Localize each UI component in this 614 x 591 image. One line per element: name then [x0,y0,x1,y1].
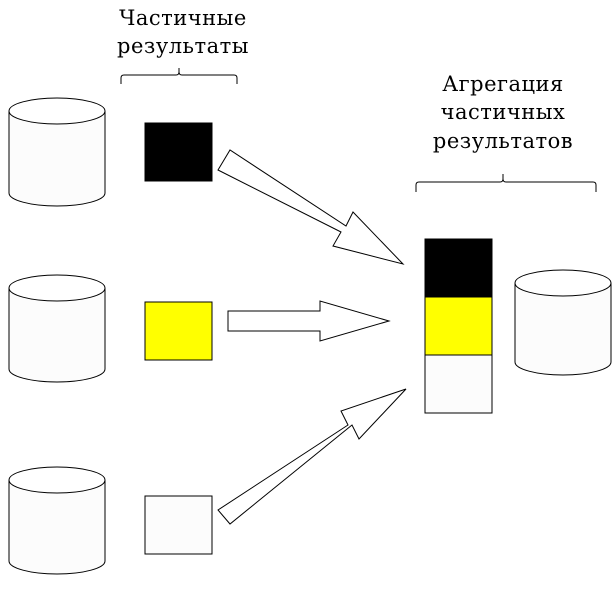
aggregate-segment-3 [424,354,493,414]
database-icon [8,466,106,575]
database-icon [8,97,106,207]
aggregate-segment-1 [424,238,493,298]
aggregation-label-line-3: результатов [433,129,573,153]
partial-result-block-2 [144,301,213,361]
database-icon [8,274,106,383]
aggregation-label-line-1: Агрегация [442,72,564,96]
database-icon [514,269,612,376]
partial-result-block-3 [144,495,213,555]
partial-result-block-1 [144,122,213,182]
arrow-up-right-icon [217,388,407,525]
aggregation-label-line-2: частичных [441,100,566,124]
partial-results-label-line-1: Частичные [119,6,247,30]
partial-results-label-line-2: результаты [117,34,249,58]
aggregation-brace [415,174,597,192]
partial-results-brace [120,68,238,84]
arrow-down-right-icon [217,149,405,265]
arrow-right-icon [227,300,391,342]
aggregate-segment-2 [424,296,493,356]
